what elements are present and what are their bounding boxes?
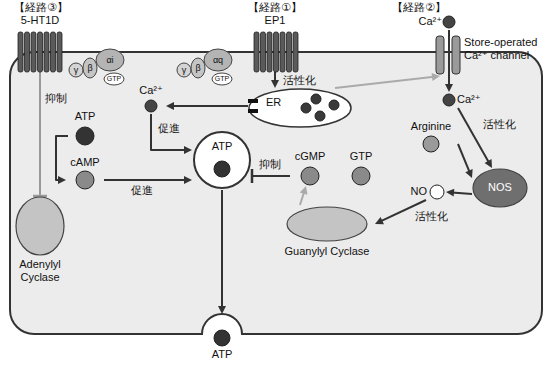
node-shape <box>248 88 352 128</box>
node-label: Ca²⁺ <box>418 15 442 28</box>
node-label: Guanylyl Cyclase <box>279 245 375 258</box>
connector <box>166 102 248 110</box>
node-label: EP1 <box>250 14 300 27</box>
subunit-label: β <box>78 62 102 74</box>
edge-label: 活性化 <box>482 118 517 131</box>
connector <box>446 189 472 197</box>
subunit-label: αq <box>206 54 230 66</box>
ion-channel: Store-operated Ca²⁺ channel <box>432 34 549 76</box>
edge-label: 促進 <box>157 122 181 135</box>
connector <box>252 169 290 183</box>
molecule: GTP <box>345 150 377 186</box>
connector <box>300 186 308 205</box>
edge-label: 抑制 <box>44 92 68 105</box>
connector <box>56 136 68 184</box>
connector <box>218 190 226 314</box>
exocytosis: ATP <box>197 314 247 364</box>
node-label: Arginine <box>404 120 458 133</box>
molecule: ATP <box>68 110 102 146</box>
vesicle: ATP <box>192 130 252 190</box>
pathway-label: 【経路②】 <box>388 1 450 14</box>
subunit-label: GTP <box>210 73 234 85</box>
node-label: Adenylyl Cyclase <box>10 258 70 284</box>
edge-label: 活性化 <box>414 210 449 223</box>
node-shape <box>192 130 252 190</box>
node-label: Ca²⁺ <box>136 84 166 97</box>
pathway-label: 【経路③】 <box>10 1 72 14</box>
enzyme: Guanylyl Cyclase <box>279 205 375 261</box>
enzyme: Adenylyl Cyclase <box>10 196 70 288</box>
edge-label: 促進 <box>130 184 154 197</box>
node-label: cGMP <box>290 150 330 163</box>
receptor: 5-HT1D <box>14 14 66 72</box>
subunit-label: β <box>186 62 210 74</box>
connector <box>151 114 192 154</box>
molecule: NO <box>406 184 446 200</box>
edge-label: 抑制 <box>258 158 282 171</box>
node-label: ATP <box>192 140 252 153</box>
node-label: ATP <box>197 348 247 361</box>
node-label: ATP <box>68 110 102 123</box>
node-label: Ca²⁺ <box>457 93 482 106</box>
node-label: NO <box>406 185 427 198</box>
connector <box>271 72 279 88</box>
edge-label: 活性化 <box>282 74 317 87</box>
subunit-label: γ <box>172 64 196 76</box>
connector <box>33 72 47 196</box>
subunit-label: αi <box>98 54 122 66</box>
node-label: NOS <box>472 181 528 194</box>
node-label: GTP <box>345 150 377 163</box>
connector <box>104 176 192 184</box>
node-label: cAMP <box>66 156 104 169</box>
subunit-label: γ <box>64 64 88 76</box>
node-label: ER <box>266 96 290 109</box>
receptor: EP1 <box>250 14 300 72</box>
enzyme: NOS <box>472 168 528 208</box>
node-label: 5-HT1D <box>14 14 66 27</box>
molecule: cGMP <box>290 150 330 186</box>
subunit-label: GTP <box>102 73 126 85</box>
organelle: ER <box>248 88 352 128</box>
connector <box>458 144 473 178</box>
ion-ball: Ca²⁺ <box>418 14 456 30</box>
connector <box>335 73 440 88</box>
node-label: Store-operated Ca²⁺ channel <box>464 36 549 62</box>
ion-ball: Ca²⁺ <box>442 92 482 108</box>
pathway-label: 【経路①】 <box>244 1 306 14</box>
molecule: cAMP <box>66 156 104 190</box>
molecule: Arginine <box>404 120 458 152</box>
ion-ball: Ca²⁺ <box>136 84 166 114</box>
